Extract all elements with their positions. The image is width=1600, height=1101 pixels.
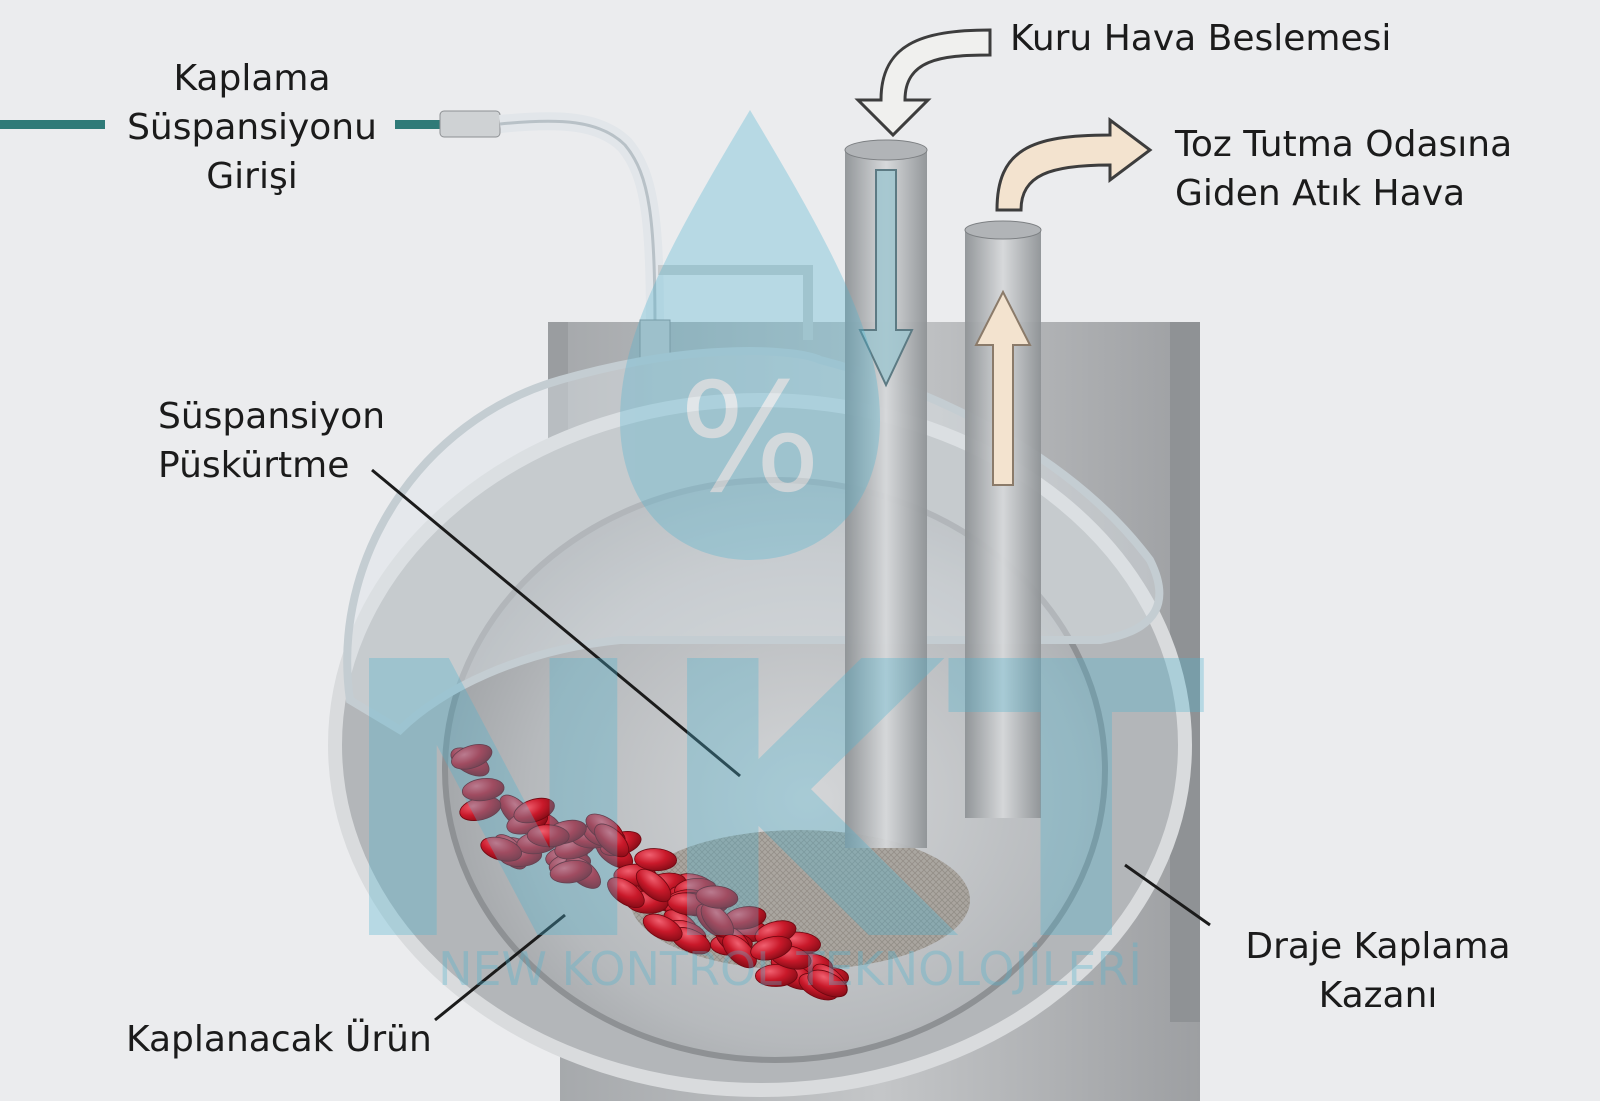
tablet: [513, 797, 555, 824]
coating-pan: [328, 347, 1192, 1097]
tablet: [722, 934, 757, 969]
exhaust-air-line-1: Toz Tutma Odasına: [1175, 124, 1513, 165]
tablet: [750, 935, 793, 961]
spray-line-1: Süspansiyon: [158, 396, 386, 437]
air-pipes: [844, 139, 1042, 848]
tablet: [461, 777, 505, 802]
spray-line-2: Püskürtme: [158, 445, 350, 486]
product-to-coat-label: Kaplanacak Ürün: [126, 1019, 432, 1060]
tablet: [480, 836, 523, 862]
tablet: [642, 913, 683, 942]
supply-down-arrow: [858, 169, 914, 388]
pan-line-1: Draje Kaplama: [1245, 926, 1511, 967]
tablets-group: [450, 744, 849, 1001]
watermark-tagline: NEW KONTROL TEKNOLOJİLERİ: [438, 942, 1142, 996]
coating-inlet-line-1: Kaplama: [173, 58, 331, 99]
suspension-spray-label: Süspansiyon Püskürtme: [158, 392, 385, 490]
coating-pan-label: Draje Kaplama Kazanı: [1228, 922, 1528, 1020]
exhaust-air-arrow: [995, 117, 1153, 212]
coating-inlet-line-2: Süspansiyonu: [127, 107, 377, 148]
product-leader-line: [434, 913, 566, 1022]
tablet: [549, 860, 593, 884]
nkt-watermark: % NKT NEW KONTROL TEKNOLOJİLERİ: [334, 110, 1208, 1025]
exhaust-air-line-2: Giden Atık Hava: [1175, 173, 1466, 214]
watermark-percent: %: [679, 352, 822, 526]
spray-leader-line: [371, 468, 741, 778]
dry-air-supply-label: Kuru Hava Beslemesi: [1010, 18, 1392, 59]
dry-air-supply-arrow: [854, 28, 992, 138]
exhaust-air-label: Toz Tutma Odasına Giden Atık Hava: [1175, 120, 1512, 218]
tablet: [755, 964, 798, 987]
tablet: [594, 823, 630, 858]
tablet: [635, 868, 672, 903]
pan-line-2: Kazanı: [1318, 975, 1438, 1016]
pan-leader-line: [1124, 863, 1211, 927]
tablet: [607, 877, 645, 909]
tablet: [634, 848, 677, 872]
watermark-logo: NKT: [334, 582, 1208, 1025]
tablet: [451, 744, 493, 770]
coating-inlet-line-3: Girişi: [206, 156, 298, 197]
tablet: [807, 969, 848, 998]
suspension-hose: [0, 110, 813, 361]
tablet: [695, 885, 739, 909]
tablet: [526, 824, 570, 848]
coating-suspension-inlet-label: Kaplama Süspansiyonu Girişi: [102, 54, 402, 201]
exhaust-up-arrow: [974, 289, 1032, 486]
